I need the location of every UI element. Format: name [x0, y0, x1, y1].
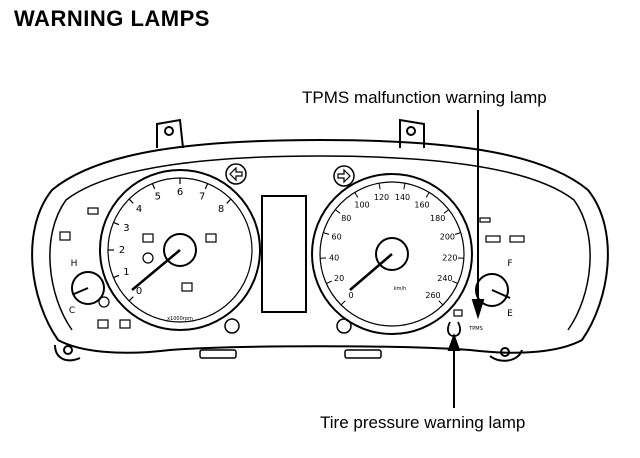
- speedo-tick: [454, 232, 461, 235]
- right-arrow-icon: [337, 168, 351, 184]
- speedo-scale-label: 240: [437, 274, 452, 283]
- tach-scale-label: 0: [136, 286, 142, 297]
- tire-pressure-callout: Tire pressure warning lamp: [320, 413, 526, 432]
- mount-tab-left: [156, 118, 184, 149]
- speedo-tick: [326, 280, 332, 284]
- temp-cold-label: C: [69, 306, 75, 316]
- tpms-malfunction-callout: TPMS malfunction warning lamp: [302, 88, 547, 107]
- tach-tick: [128, 296, 134, 302]
- left-arrow-icon: [229, 166, 243, 182]
- speedo-tick: [443, 209, 450, 214]
- speedo-scale-label: 140: [395, 193, 410, 202]
- fuel-full-label: F: [507, 259, 512, 269]
- speedo-tick: [354, 192, 359, 198]
- speedo-tick: [334, 209, 341, 214]
- speedo-scale-label: 160: [414, 200, 429, 209]
- speedo-unit-label: km/h: [394, 286, 407, 292]
- tach-tick: [151, 183, 156, 190]
- speedo-tick: [452, 280, 458, 284]
- page-title: WARNING LAMPS: [14, 6, 210, 31]
- tach-scale-label: 1: [123, 267, 129, 278]
- speedo-scale-label: 260: [425, 291, 440, 300]
- speedo-tick: [403, 183, 406, 190]
- cluster-bezel: [49, 155, 591, 331]
- speedo-scale-label: 40: [329, 254, 339, 263]
- tach-tick: [128, 198, 134, 204]
- speedo-tick: [323, 232, 330, 235]
- turn-left-indicator: [225, 163, 247, 185]
- mount-tab-bottom-right: [489, 349, 523, 362]
- speedo-scale-label: 200: [440, 233, 455, 242]
- temp-hot-label: H: [71, 259, 78, 269]
- speedo-scale-label: 20: [334, 274, 344, 283]
- tach-tick: [113, 221, 120, 226]
- speedo-scale-label: 80: [341, 214, 351, 223]
- speedo-tick: [340, 300, 346, 306]
- tach-scale-label: 6: [177, 187, 183, 198]
- speedo-scale-label: 120: [374, 193, 389, 202]
- speedo-scale-label: 180: [430, 214, 445, 223]
- mount-tab-bottom-left: [54, 344, 81, 362]
- speedo-tick: [425, 192, 430, 198]
- speedo-scale-label: 60: [332, 233, 342, 242]
- tach-tick: [204, 183, 209, 190]
- turn-right-indicator: [333, 165, 355, 187]
- speedo-scale-label: 100: [354, 200, 369, 209]
- tach-tick: [226, 198, 232, 204]
- tach-unit-label: x1000rpm: [167, 316, 193, 322]
- mount-tab-right: [399, 118, 425, 148]
- tach-scale-label: 7: [199, 191, 205, 202]
- tach-scale-label: 5: [155, 191, 161, 202]
- fuel-empty-label: E: [507, 309, 513, 319]
- speedo-tick: [378, 183, 381, 190]
- tpms-lamp-label: TPMS: [468, 326, 483, 332]
- tach-scale-label: 2: [119, 245, 125, 256]
- cluster-housing: [31, 138, 609, 354]
- speedo-scale-label: 220: [442, 254, 457, 263]
- tach-scale-label: 4: [136, 204, 142, 215]
- tach-scale-label: 3: [123, 223, 129, 234]
- tach-scale-label: 8: [218, 204, 224, 215]
- tach-tick: [113, 274, 120, 279]
- speedo-tick: [438, 300, 444, 306]
- speedo-scale-label: 0: [348, 291, 353, 300]
